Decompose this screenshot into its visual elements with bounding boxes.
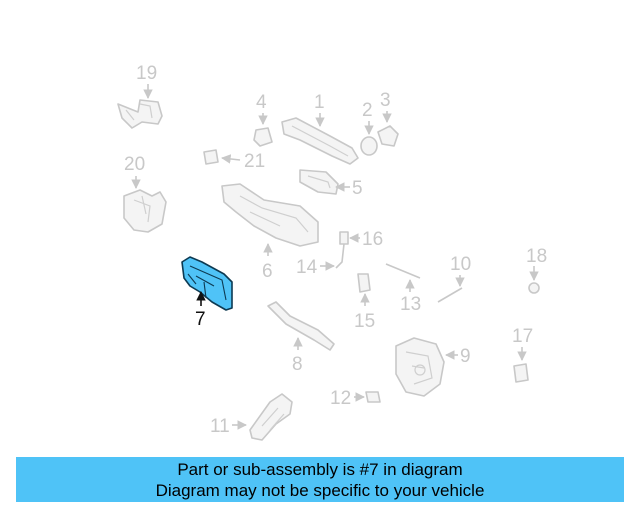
part-3-cylinder-cap[interactable]: 3 xyxy=(377,90,399,147)
part-9-latch[interactable]: 9 xyxy=(395,337,471,397)
part-15-clip[interactable]: 15 xyxy=(354,273,375,332)
callout-14: 14 xyxy=(296,257,318,278)
part-14-rod[interactable]: 14 xyxy=(296,243,345,278)
callout-10: 10 xyxy=(450,254,471,275)
part-7-shape xyxy=(181,256,233,311)
callout-17: 17 xyxy=(512,326,533,347)
part-8-rod[interactable]: 8 xyxy=(267,301,335,375)
part-1-outside-handle[interactable]: 1 xyxy=(281,92,359,165)
callout-3: 3 xyxy=(380,90,391,111)
callout-2: 2 xyxy=(362,100,373,121)
banner-line-part: Part or sub-assembly is #7 in diagram xyxy=(177,460,463,479)
callout-4: 4 xyxy=(256,92,267,113)
callout-21: 21 xyxy=(244,151,265,172)
part-5-inside-handle[interactable]: 5 xyxy=(299,169,363,199)
part-18-grommet[interactable]: 18 xyxy=(526,246,547,294)
callout-15: 15 xyxy=(354,311,375,332)
callout-1: 1 xyxy=(314,92,325,113)
callout-6: 6 xyxy=(262,261,273,282)
part-16-clip[interactable]: 16 xyxy=(339,229,383,250)
part-13-rod[interactable]: 13 xyxy=(385,263,421,315)
callout-5: 5 xyxy=(352,178,363,199)
callout-13: 13 xyxy=(400,294,421,315)
callout-18: 18 xyxy=(526,246,547,267)
callout-7: 7 xyxy=(195,309,206,330)
part-20-lower-hinge[interactable]: 20 xyxy=(123,154,167,233)
info-banner: Part or sub-assembly is #7 in diagram Di… xyxy=(16,457,624,502)
callout-16: 16 xyxy=(362,229,383,250)
part-19-hinge[interactable]: 19 xyxy=(117,63,163,129)
part-21-clip[interactable]: 21 xyxy=(203,149,265,172)
callout-8: 8 xyxy=(292,354,303,375)
callout-11: 11 xyxy=(210,416,230,437)
part-11-bracket[interactable]: 11 xyxy=(210,393,293,441)
part-10-rod[interactable]: 10 xyxy=(437,254,471,303)
part-7-highlighted[interactable]: 7 xyxy=(181,256,233,330)
part-12-screw[interactable]: 12 xyxy=(330,388,381,409)
part-6-frame[interactable]: 6 xyxy=(221,183,319,282)
callout-20: 20 xyxy=(124,154,145,175)
part-2-cylinder[interactable]: 2 xyxy=(360,100,378,156)
part-17-bumper[interactable]: 17 xyxy=(512,326,533,383)
callout-9: 9 xyxy=(460,346,471,367)
banner-line-disclaimer: Diagram may not be specific to your vehi… xyxy=(155,481,485,500)
callout-12: 12 xyxy=(330,388,351,409)
callout-19: 19 xyxy=(136,63,157,84)
part-4-bezel[interactable]: 4 xyxy=(253,92,273,147)
